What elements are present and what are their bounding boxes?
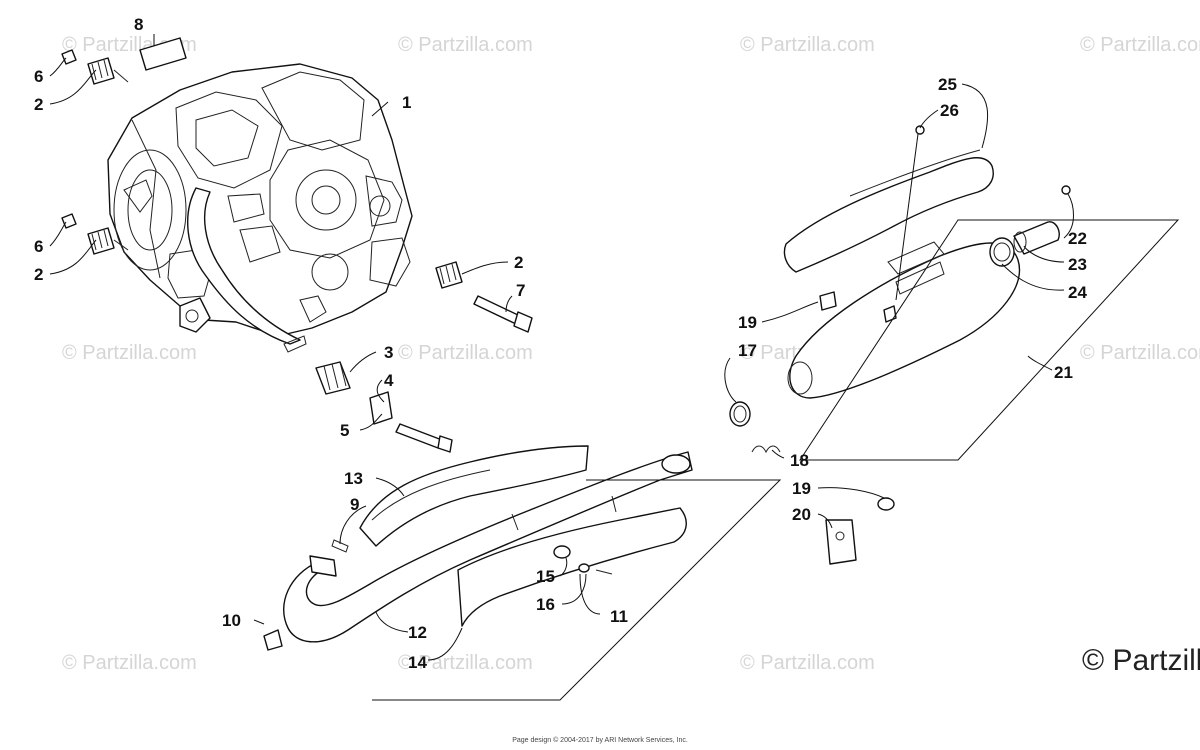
callout-14: 14 — [408, 653, 427, 672]
callout-24: 24 — [1068, 283, 1087, 302]
muffler-heat-shield — [783, 149, 994, 273]
clamp-15-16 — [553, 545, 613, 575]
spring-18 — [751, 445, 781, 454]
callout-21: 21 — [1054, 363, 1073, 382]
screw-26 — [915, 125, 925, 135]
callout-4: 4 — [384, 371, 394, 390]
mount-spacer-bolt — [315, 361, 453, 453]
copyright-mark: © Partzilla — [1082, 644, 1200, 677]
callout-19-upper: 19 — [738, 313, 757, 332]
callout-6-top: 6 — [34, 67, 43, 86]
callout-20: 20 — [792, 505, 811, 524]
callout-3: 3 — [384, 343, 393, 362]
callout-2-middle: 2 — [34, 265, 43, 284]
callouts: 1 2 2 2 3 4 5 6 6 7 8 9 10 11 12 13 14 1… — [34, 15, 1087, 672]
gasket-9 — [331, 539, 349, 553]
bracket-20 — [825, 497, 895, 565]
callout-22: 22 — [1068, 229, 1087, 248]
heat-shield-upper — [359, 445, 589, 547]
callout-25: 25 — [938, 75, 957, 94]
pipe-assembly-box — [372, 479, 782, 701]
spark-arrestor-22-24 — [989, 185, 1071, 267]
callout-15: 15 — [536, 567, 555, 586]
heat-shield-lower — [457, 507, 687, 627]
callout-12: 12 — [408, 623, 427, 642]
muffler-assembly-box — [799, 219, 1180, 461]
callout-2-right: 2 — [514, 253, 523, 272]
callout-1: 1 — [402, 93, 411, 112]
mount-and-bolt-right — [435, 261, 533, 333]
callout-19-lower: 19 — [792, 479, 811, 498]
engine-assembly — [107, 63, 413, 353]
callout-23: 23 — [1068, 255, 1087, 274]
callout-8: 8 — [134, 15, 143, 34]
callout-9: 9 — [350, 495, 359, 514]
header-pipe — [283, 451, 693, 643]
callout-26: 26 — [940, 101, 959, 120]
callout-18: 18 — [790, 451, 809, 470]
page-footer: Page design © 2004-2017 by ARI Network S… — [512, 737, 688, 744]
muffler-gasket-17 — [729, 401, 751, 427]
decal-label — [139, 37, 187, 71]
callout-6-middle: 6 — [34, 237, 43, 256]
callout-11: 11 — [610, 607, 628, 626]
leader-lines — [49, 34, 1074, 661]
callout-16: 16 — [536, 595, 555, 614]
callout-2-top: 2 — [34, 95, 43, 114]
muffler — [787, 241, 1021, 399]
callout-5: 5 — [340, 421, 349, 440]
nut-and-mount-top — [61, 49, 129, 85]
callout-10: 10 — [222, 611, 241, 630]
callout-13: 13 — [344, 469, 363, 488]
callout-17: 17 — [738, 341, 757, 360]
callout-7: 7 — [516, 281, 525, 300]
flange-10 — [263, 555, 337, 651]
